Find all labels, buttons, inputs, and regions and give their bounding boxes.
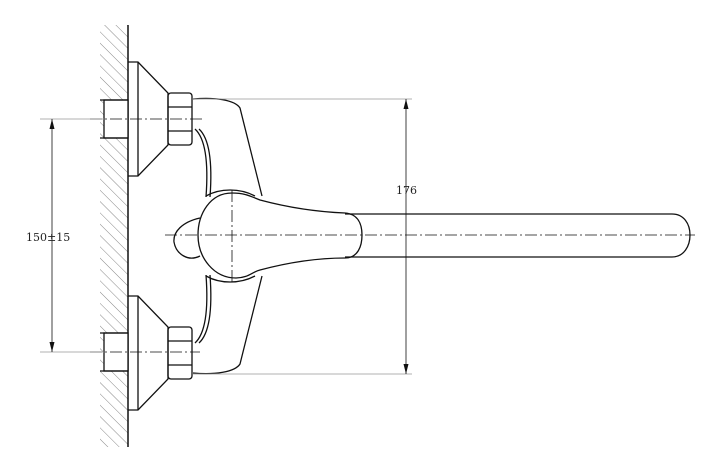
dimension-lines	[40, 98, 412, 375]
faucet-body	[192, 97, 263, 375]
lever-handle	[173, 192, 363, 279]
wall-hatch	[100, 25, 128, 447]
spout	[345, 213, 691, 258]
spacing-dimension-label: 150±15	[26, 231, 70, 244]
centerlines	[90, 118, 695, 353]
dimension-arrows	[49, 99, 409, 374]
bottom-connection	[100, 295, 193, 411]
height-dimension-label: 176	[396, 184, 417, 197]
